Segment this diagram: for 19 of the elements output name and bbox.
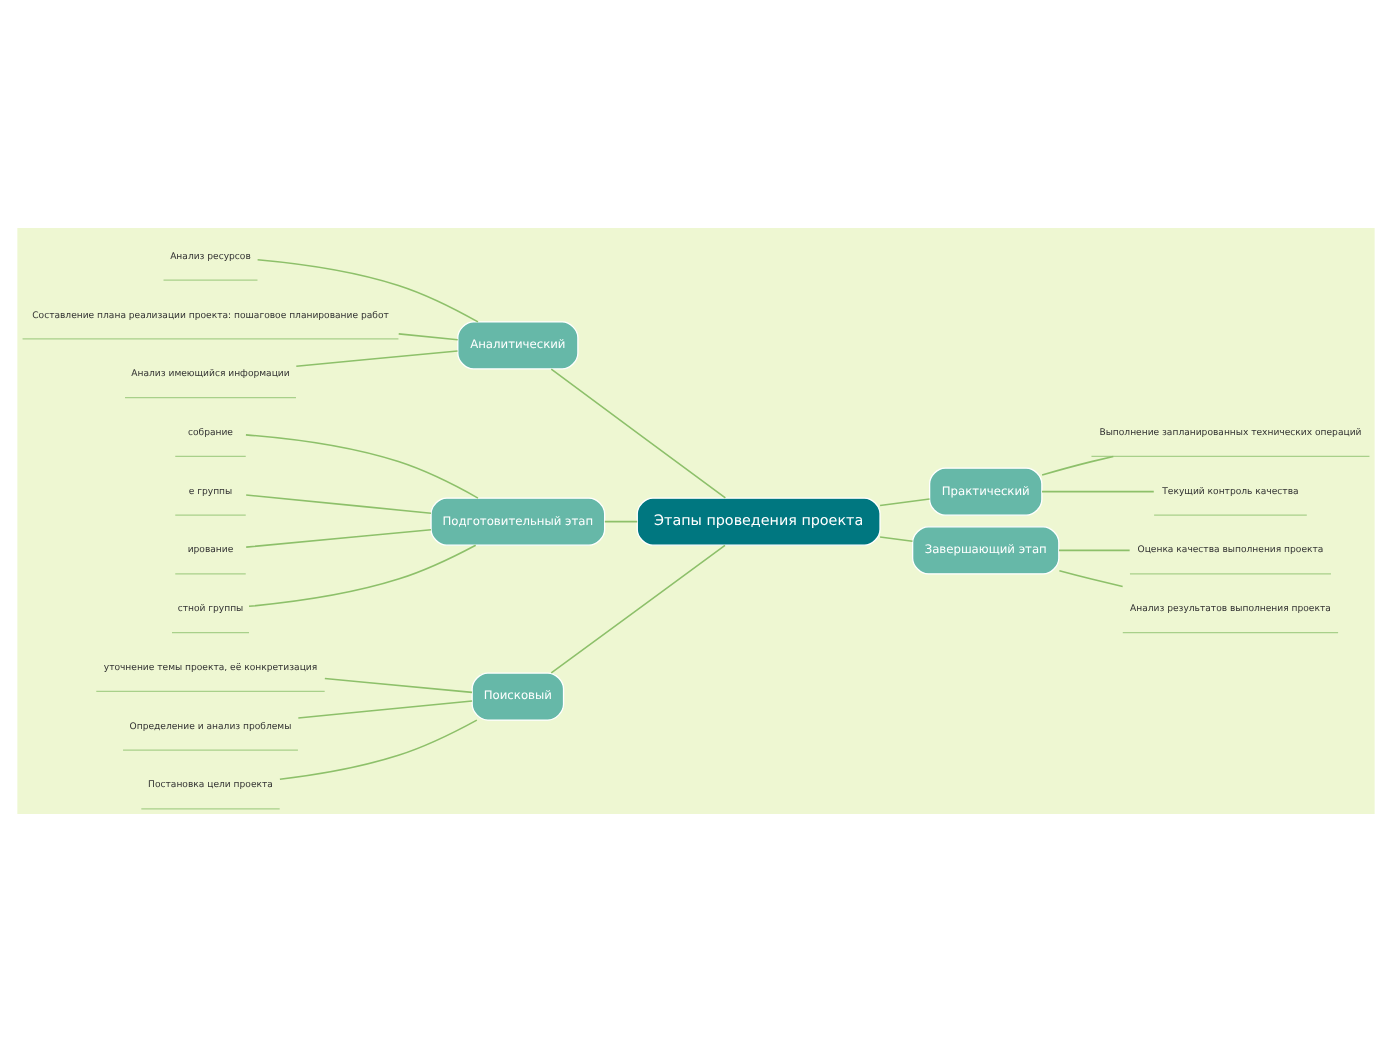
connector: [295, 349, 459, 366]
connector: [245, 493, 432, 513]
connector: [279, 718, 478, 780]
connector: [604, 519, 638, 522]
connector: [256, 257, 479, 322]
connector: [879, 497, 931, 506]
connector: [245, 527, 432, 547]
connector: [324, 676, 473, 693]
connector: [550, 367, 727, 498]
connector: [397, 332, 459, 340]
connector: [245, 433, 479, 498]
connector: [879, 535, 914, 541]
connector: [1041, 454, 1115, 475]
connector: [1058, 569, 1124, 587]
connector: [248, 543, 477, 607]
connector: [1041, 489, 1155, 492]
connector: [1058, 548, 1131, 551]
connector: [550, 543, 726, 673]
connector: [297, 699, 473, 718]
